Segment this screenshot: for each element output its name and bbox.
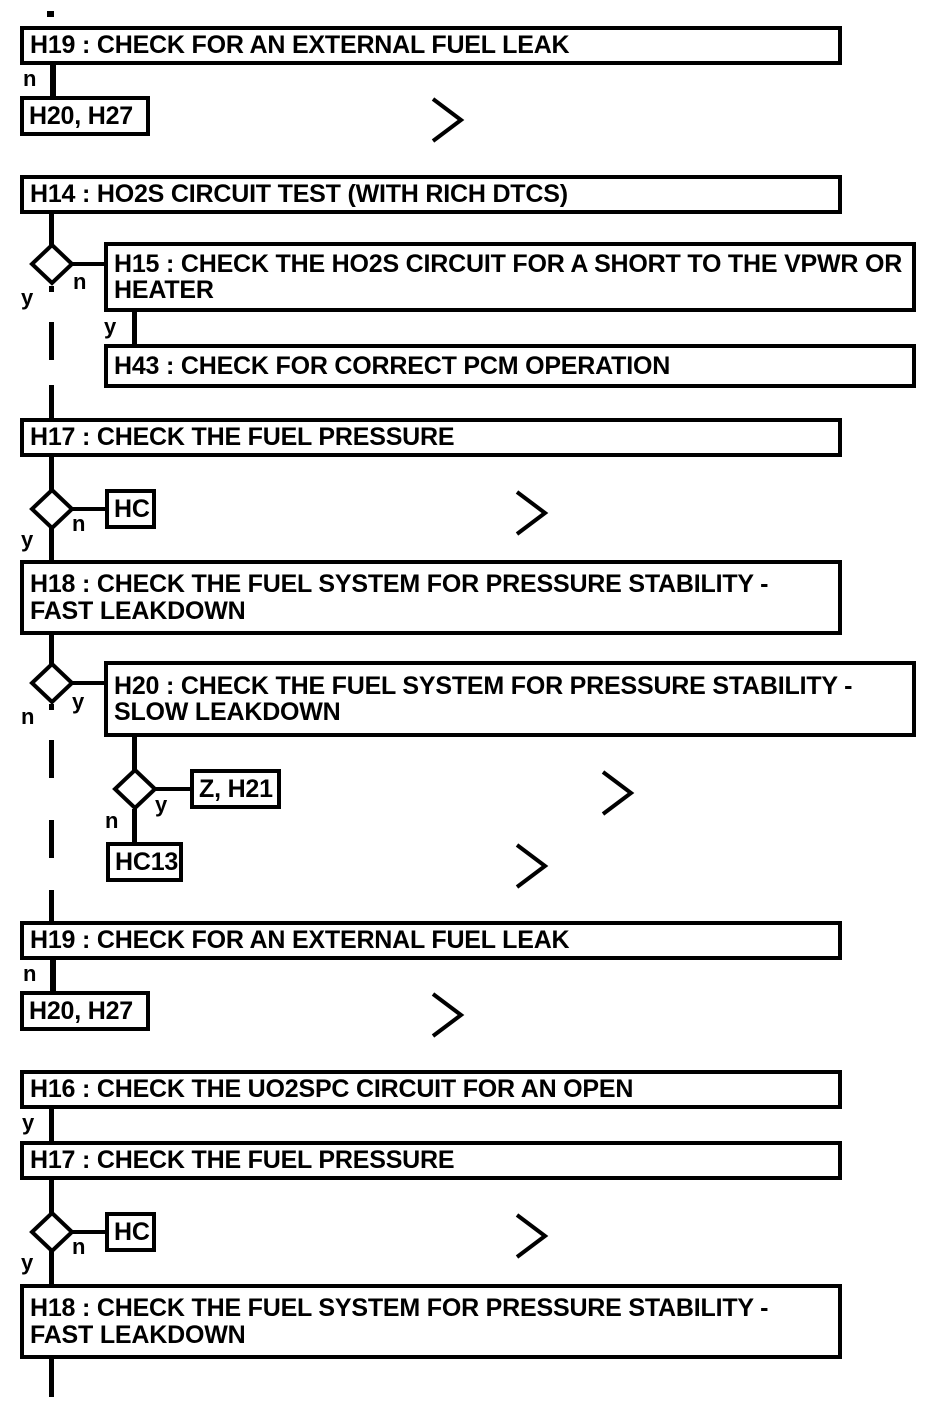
node-hc-terminal-1[interactable]: HC xyxy=(105,489,156,529)
node-h19-external-fuel-leak-1[interactable]: H19 : CHECK FOR AN EXTERNAL FUEL LEAK xyxy=(20,26,842,65)
edge-h16-to-h17 xyxy=(49,1109,54,1142)
edge-h17-to-decision-5 xyxy=(49,1180,54,1213)
node-h18-fast-leakdown-1[interactable]: H18 : CHECK THE FUEL SYSTEM FOR PRESSURE… xyxy=(20,560,842,635)
offpage-connector-chevron-2 xyxy=(514,488,550,538)
decision-5-no-label: n xyxy=(72,1234,86,1259)
edge-h20-to-decision-4 xyxy=(132,737,137,770)
top-tick-mark xyxy=(47,11,54,17)
edge-label-n-2: n xyxy=(23,961,37,986)
node-h20-h27-terminal-1[interactable]: H20, H27 xyxy=(20,96,150,136)
edge-decision1-yes-dash-a xyxy=(49,286,54,292)
node-h15-ho2s-short-to-vpwr[interactable]: H15 : CHECK THE HO2S CIRCUIT FOR A SHORT… xyxy=(104,242,916,312)
decision-2-yes-label: y xyxy=(21,527,34,552)
edge-decision1-yes-dash-b xyxy=(49,322,54,360)
decision-5-yes-label: y xyxy=(21,1250,34,1275)
offpage-connector-chevron-4 xyxy=(514,841,550,891)
edge-decision1-yes-dash-c xyxy=(49,385,54,419)
node-h19-external-fuel-leak-2[interactable]: H19 : CHECK FOR AN EXTERNAL FUEL LEAK xyxy=(20,921,842,960)
edge-decision4-no-to-hc13 xyxy=(132,809,137,843)
edge-decision1-no-to-h15 xyxy=(72,262,108,266)
node-hc-terminal-2[interactable]: HC xyxy=(105,1212,156,1252)
edge-h19-to-h20h27-2 xyxy=(50,960,56,992)
decision-diamond-4[interactable] xyxy=(112,767,158,811)
decision-1-no-label: n xyxy=(73,269,87,294)
edge-decision2-no-to-hc xyxy=(72,507,108,511)
node-h17-fuel-pressure-1[interactable]: H17 : CHECK THE FUEL PRESSURE xyxy=(20,418,842,457)
offpage-connector-chevron-3 xyxy=(600,768,636,818)
edge-decision2-yes-to-h18 xyxy=(49,528,54,561)
edge-decision5-yes-to-h18 xyxy=(49,1251,54,1285)
node-h16-uo2spc-circuit-open[interactable]: H16 : CHECK THE UO2SPC CIRCUIT FOR AN OP… xyxy=(20,1070,842,1109)
edge-decision5-no-to-hc xyxy=(72,1230,108,1234)
offpage-connector-chevron-6 xyxy=(514,1211,550,1261)
edge-decision3-no-dash-b xyxy=(49,740,54,778)
edge-label-n-1: n xyxy=(23,66,37,91)
edge-decision4-yes-to-z-h21 xyxy=(155,787,191,791)
decision-diamond-3[interactable] xyxy=(29,661,75,705)
decision-4-no-label: n xyxy=(105,808,119,833)
decision-3-yes-label: y xyxy=(72,689,85,714)
edge-label-y-2: y xyxy=(22,1110,35,1135)
edge-h18-to-decision-3 xyxy=(49,635,54,664)
node-z-h21-terminal[interactable]: Z, H21 xyxy=(190,769,281,809)
decision-diamond-5[interactable] xyxy=(29,1210,75,1254)
decision-diamond-1[interactable] xyxy=(29,242,75,286)
edge-h17-to-decision-2 xyxy=(49,457,54,490)
node-h43-pcm-operation[interactable]: H43 : CHECK FOR CORRECT PCM OPERATION xyxy=(104,344,916,388)
edge-label-y-1: y xyxy=(104,314,117,339)
edge-h18-continuation-bottom xyxy=(49,1359,54,1397)
decision-diamond-2[interactable] xyxy=(29,487,75,531)
node-h17-fuel-pressure-2[interactable]: H17 : CHECK THE FUEL PRESSURE xyxy=(20,1141,842,1180)
edge-decision3-no-dash-c xyxy=(49,820,54,858)
decision-2-no-label: n xyxy=(72,511,86,536)
node-h20-h27-terminal-2[interactable]: H20, H27 xyxy=(20,991,150,1031)
edge-h15-to-h43 xyxy=(132,312,137,345)
edge-h14-to-decision-1 xyxy=(49,214,54,246)
offpage-connector-chevron-5 xyxy=(430,990,466,1040)
offpage-connector-chevron-1 xyxy=(430,95,466,145)
edge-decision3-yes-to-h20 xyxy=(72,681,108,685)
node-hc13-terminal[interactable]: HC13 xyxy=(106,842,183,882)
decision-3-no-label: n xyxy=(21,704,35,729)
decision-4-yes-label: y xyxy=(155,792,168,817)
decision-1-yes-label: y xyxy=(21,285,34,310)
edge-h19-to-h20h27-1 xyxy=(50,65,56,97)
node-h20-slow-leakdown[interactable]: H20 : CHECK THE FUEL SYSTEM FOR PRESSURE… xyxy=(104,661,916,737)
edge-decision3-no-dash-d xyxy=(49,890,54,922)
node-h14-ho2s-circuit-test[interactable]: H14 : HO2S CIRCUIT TEST (WITH RICH DTCS) xyxy=(20,175,842,214)
edge-decision3-no-dash-a xyxy=(49,704,54,710)
node-h18-fast-leakdown-2[interactable]: H18 : CHECK THE FUEL SYSTEM FOR PRESSURE… xyxy=(20,1284,842,1359)
